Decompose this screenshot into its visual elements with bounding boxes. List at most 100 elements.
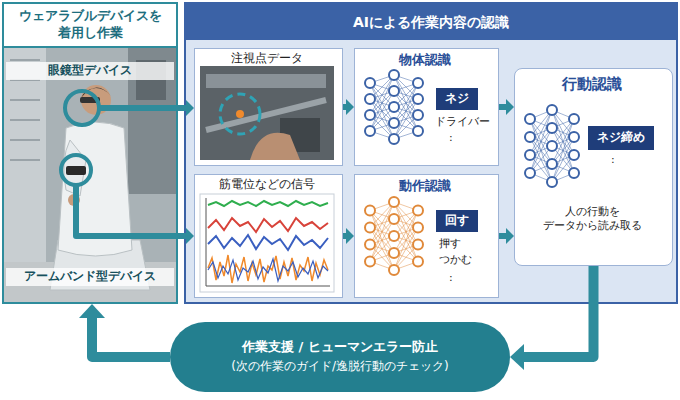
gaze-image	[220, 94, 260, 134]
network-neuron	[569, 114, 579, 124]
ellipsis: :	[449, 271, 469, 285]
output-tag: ネジ	[436, 88, 478, 110]
recognition-box: 物体認識ドライバー: ネジ	[354, 48, 499, 166]
network-neuron	[389, 248, 399, 258]
box-title: 動作認識	[355, 178, 495, 195]
arrow-head	[79, 304, 105, 318]
network-neuron	[547, 105, 557, 115]
arrow-head	[346, 228, 354, 244]
connector-arrow	[178, 228, 194, 244]
network-neuron	[365, 257, 375, 267]
connector-arrow	[178, 100, 194, 116]
connector-arrow	[343, 99, 354, 115]
network-neuron	[525, 150, 535, 160]
signal-chart	[208, 218, 328, 232]
network-neuron	[413, 257, 423, 267]
network-neuron	[389, 231, 399, 241]
network-neuron	[365, 78, 375, 88]
connector-line	[178, 233, 187, 239]
arrow-head	[510, 344, 524, 370]
tag-text: ネジ	[445, 91, 469, 107]
signal-chart	[206, 198, 330, 286]
network-neuron	[389, 70, 399, 80]
arrow-head	[186, 100, 194, 116]
ellipsis: :	[449, 131, 469, 145]
item-label: ドライバー	[435, 115, 495, 129]
ellipsis: :	[611, 153, 631, 167]
signal-chart	[208, 255, 328, 283]
network-neuron	[413, 206, 423, 216]
worker-photo	[4, 44, 176, 302]
network-neuron	[569, 168, 579, 178]
connector-arrow	[79, 304, 170, 357]
network-neuron	[547, 159, 557, 169]
gaze-image	[200, 66, 334, 160]
network-neuron	[389, 86, 399, 96]
pill-note: (次の作業のガイド/逸脱行動のチェック)	[231, 359, 448, 375]
box-title: 注視点データ	[195, 51, 339, 67]
gaze-image	[206, 74, 326, 88]
network-neuron	[525, 114, 535, 124]
box-title: 筋電位などの信号	[195, 177, 339, 193]
gaze-image	[236, 110, 244, 118]
item-label: つかむ	[439, 253, 491, 267]
pill-heading: 作業支援 / ヒューマンエラー防止	[242, 339, 438, 356]
network-neuron	[413, 110, 423, 120]
network-neuron	[547, 123, 557, 133]
signal-chart	[208, 235, 328, 250]
network	[525, 105, 579, 187]
arrow-head	[506, 99, 514, 115]
network-neuron	[413, 223, 423, 233]
device-label: 眼鏡型デバイス	[6, 62, 174, 80]
connector-line	[499, 104, 507, 110]
gaze-image	[250, 133, 300, 160]
network-neuron	[365, 240, 375, 250]
worker-photo	[4, 262, 176, 302]
signal-chart	[208, 259, 328, 281]
network-neuron	[389, 265, 399, 275]
worker-photo	[76, 185, 178, 236]
network-neuron	[389, 134, 399, 144]
network-neuron	[547, 177, 557, 187]
signal-chart	[208, 201, 328, 206]
tag-text: ネジ締め	[597, 130, 645, 146]
network-neuron	[525, 168, 535, 178]
worker-photo	[99, 105, 178, 111]
network-neuron	[389, 214, 399, 224]
connector-arrow	[510, 266, 594, 370]
item-label: 押す	[439, 237, 491, 251]
panel-heading: AIによる作業内容の認識	[186, 4, 676, 40]
network-neuron	[547, 141, 557, 151]
connector-line	[523, 266, 594, 357]
network-neuron	[365, 94, 375, 104]
signal-chart	[200, 194, 334, 292]
output-tag: 回す	[436, 210, 478, 232]
network-neuron	[365, 110, 375, 120]
connector-line	[178, 105, 187, 111]
network-neuron	[569, 132, 579, 142]
connector-arrow	[499, 228, 514, 244]
arrow-head	[186, 228, 194, 244]
network-neuron	[389, 102, 399, 112]
recognition-box: 行動認識:人の行動を データから読み取るネジ締め	[514, 68, 673, 266]
arrow-head	[346, 99, 354, 115]
network-neuron	[389, 118, 399, 128]
neural-network	[365, 70, 579, 275]
gaze-image	[200, 66, 334, 160]
network-neuron	[389, 197, 399, 207]
panel-heading: ウェアラブルデバイスを 着用し作業	[4, 4, 176, 48]
network-neuron	[413, 78, 423, 88]
worker-photo	[4, 44, 178, 302]
network-neuron	[569, 150, 579, 160]
box-title: 行動認識	[515, 75, 669, 95]
network	[365, 70, 423, 144]
network	[365, 197, 423, 275]
recognition-box: 動作認識押すつかむ: 回す	[354, 174, 499, 298]
box-title: 物体認識	[355, 52, 495, 69]
connector-line	[499, 233, 507, 239]
worker-photo	[66, 166, 86, 175]
network-neuron	[413, 94, 423, 104]
connector-line	[92, 317, 170, 357]
tag-text: 回す	[445, 213, 469, 229]
